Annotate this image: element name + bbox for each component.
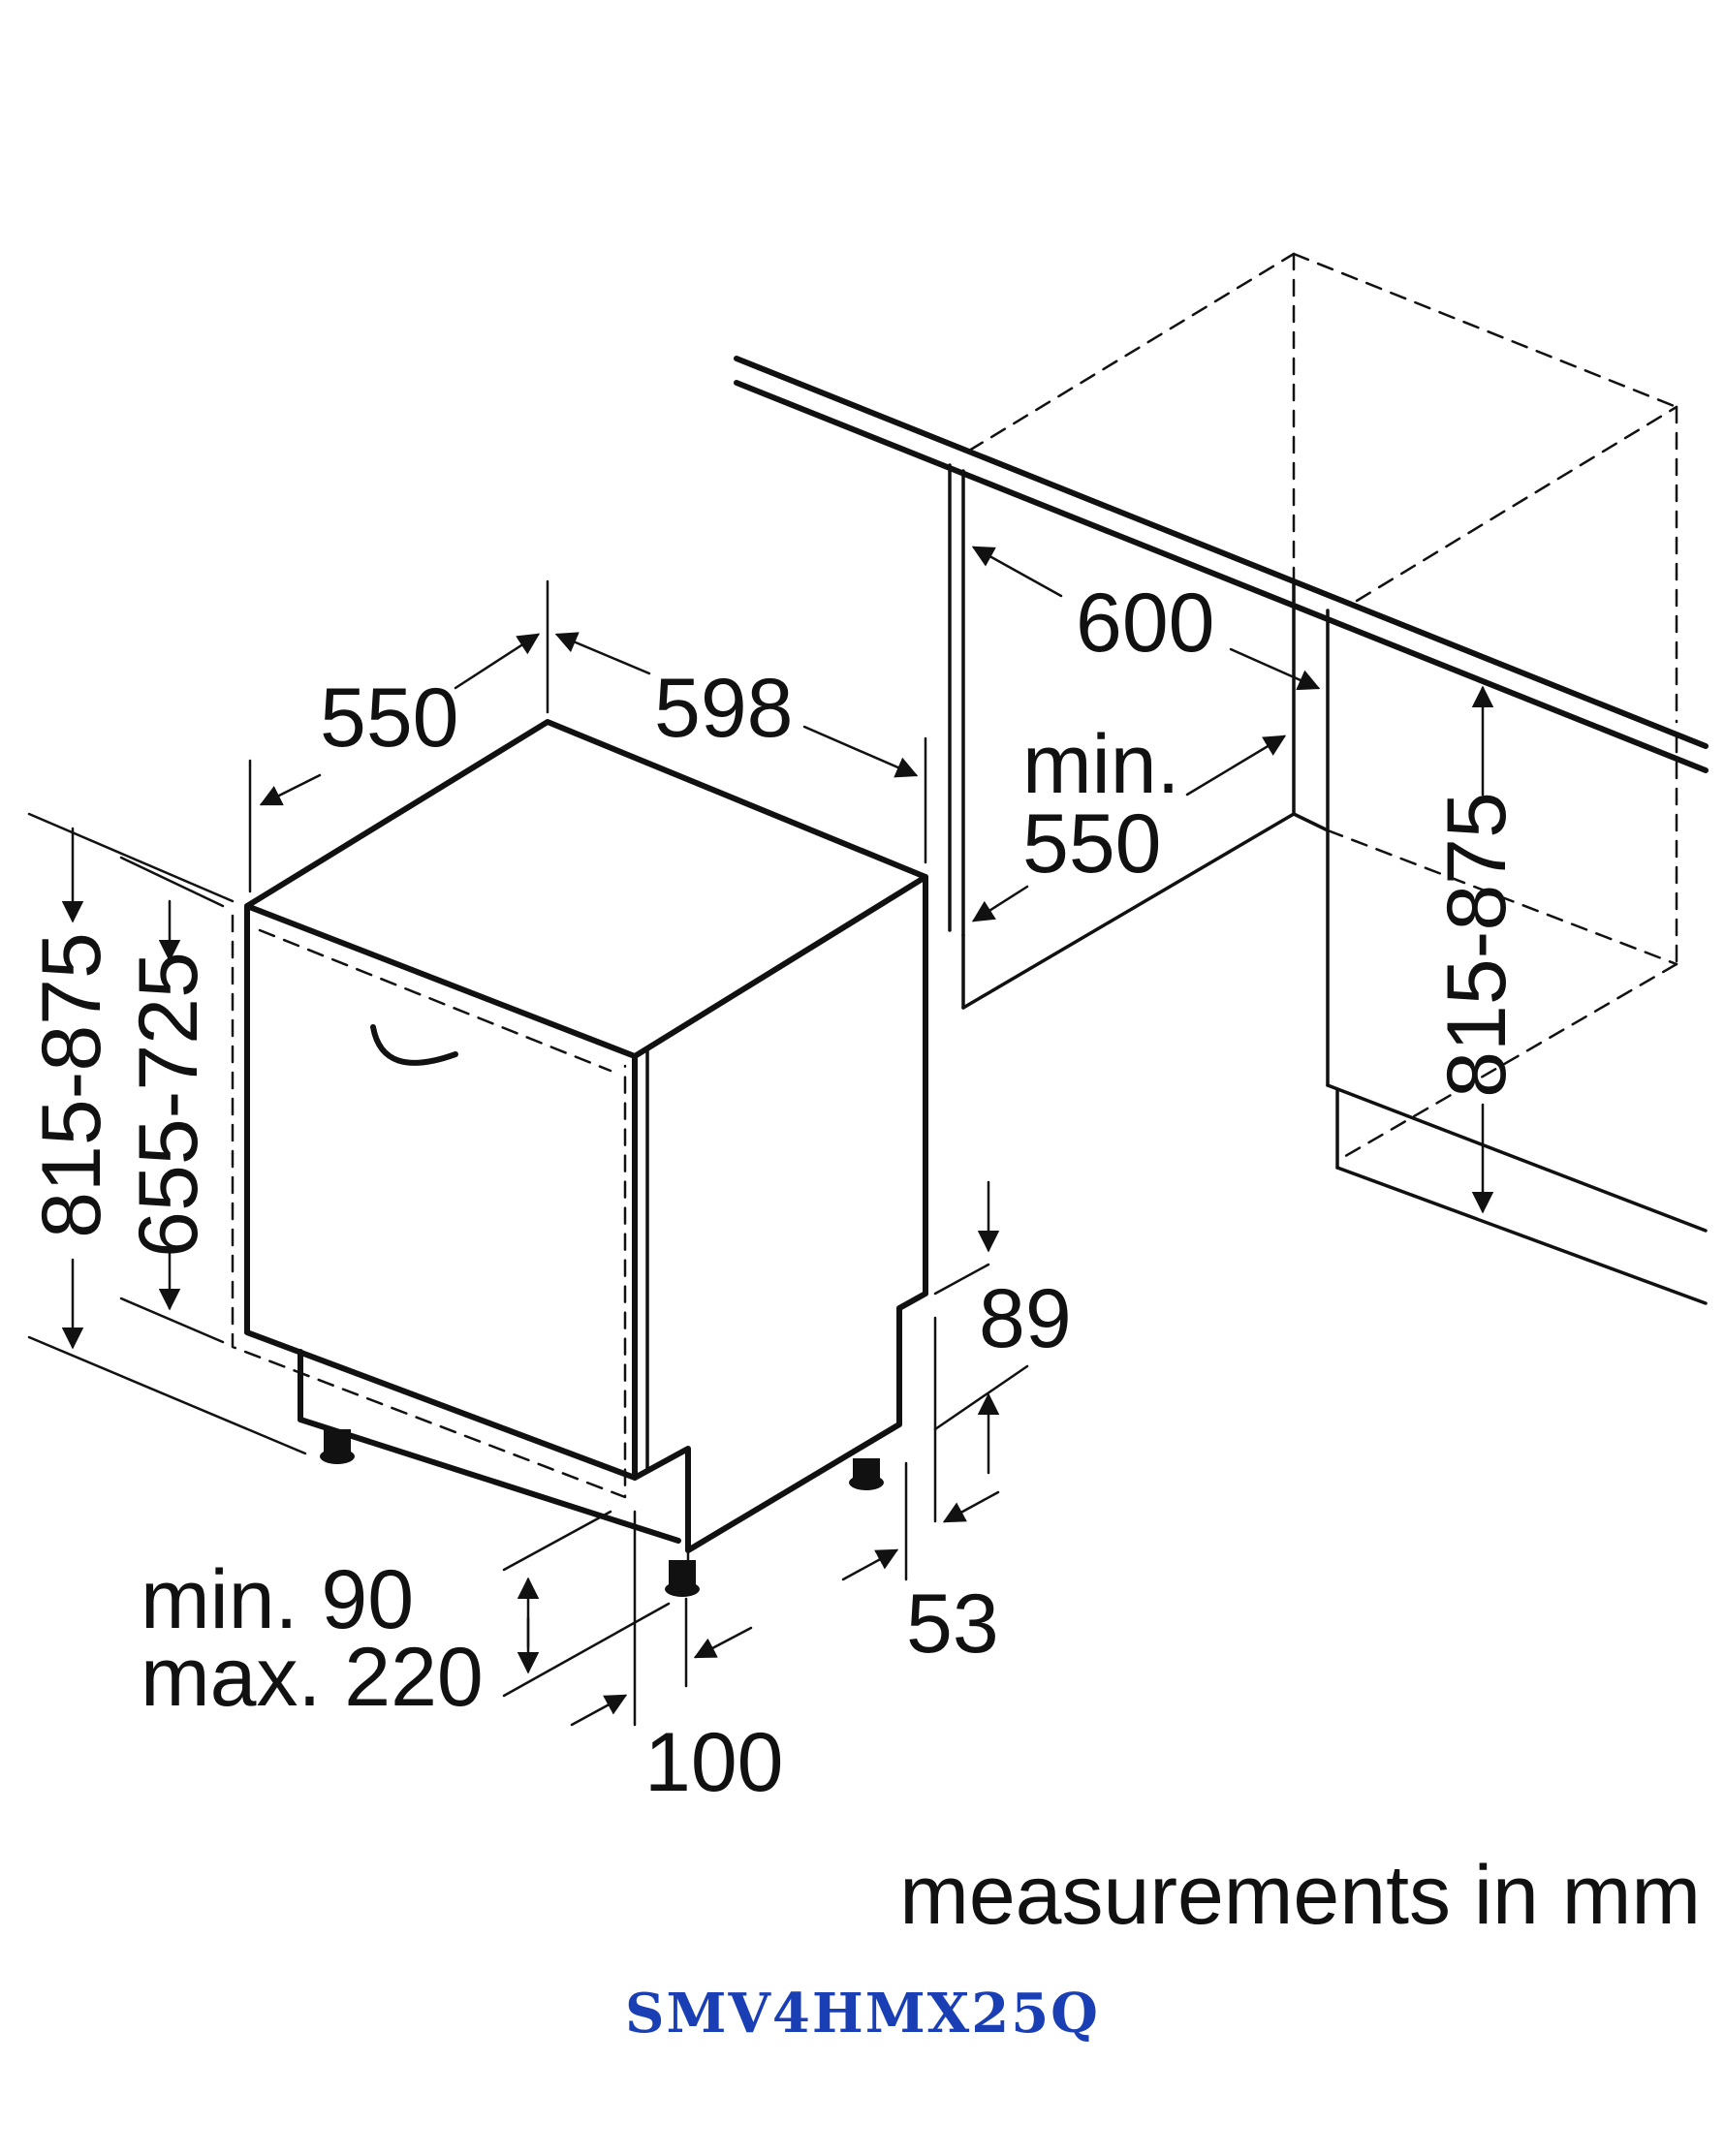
dim-niche-height: 815-875: [1430, 792, 1523, 1098]
dim-plinth-height: 89: [979, 1272, 1072, 1365]
dim-door-height: 655-725: [122, 952, 215, 1258]
units-note: measurements in mm: [899, 1849, 1701, 1942]
dim-appliance-height: 815-875: [25, 932, 118, 1238]
dim-niche-depth-line2: 550: [1022, 797, 1162, 891]
dim-appliance-width: 598: [654, 662, 794, 755]
dim-appliance-depth: 550: [320, 672, 459, 765]
dim-niche-depth-line1: min.: [1022, 718, 1179, 811]
dim-foot-setback: 100: [644, 1716, 784, 1809]
dimension-lines: [27, 546, 1494, 1727]
dim-foot-clearance-line2: max. 220: [141, 1631, 484, 1724]
cabinet-niche: [734, 252, 1709, 1305]
dim-foot-clearance-line1: min. 90: [141, 1553, 414, 1646]
dim-niche-width: 600: [1076, 577, 1215, 670]
model-number: SMV4HMX25Q: [625, 1982, 1100, 2046]
dim-plinth-offset: 53: [906, 1578, 999, 1671]
dishwasher-body: [231, 719, 928, 1597]
